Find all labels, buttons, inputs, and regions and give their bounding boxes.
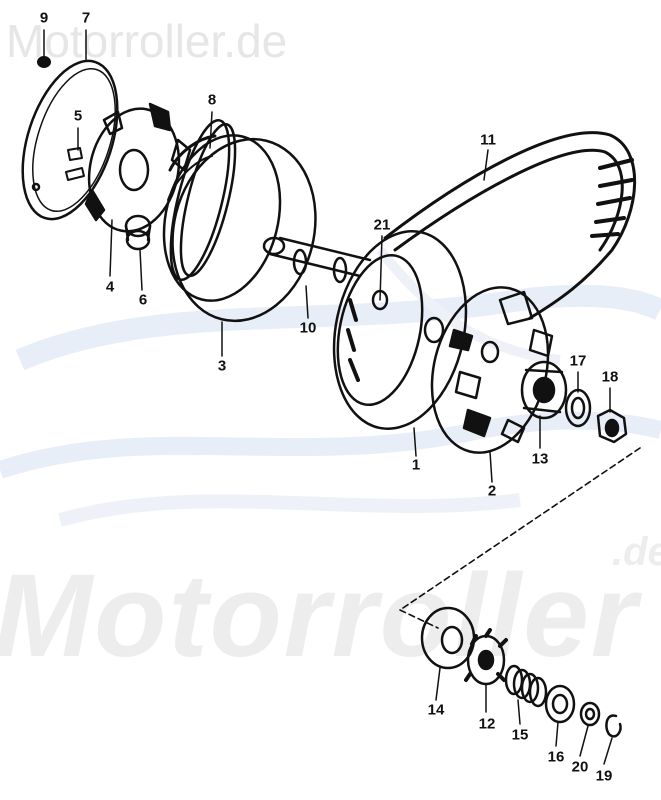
part-5-clip <box>65 147 85 181</box>
part-20-washer <box>579 701 601 727</box>
part-label-12: 12 <box>478 715 496 733</box>
part-19-circlip <box>605 714 622 738</box>
part-label-20: 20 <box>571 758 589 776</box>
assembly-leader-line <box>399 447 641 629</box>
part-label-6: 6 <box>138 291 148 309</box>
part-label-7: 7 <box>81 9 91 27</box>
part-label-3: 3 <box>217 357 227 375</box>
part-label-17: 17 <box>569 352 587 370</box>
part-12-gear-hub <box>464 628 508 686</box>
part-label-19: 19 <box>595 767 613 785</box>
watermark-top: Motorroller.de <box>6 15 288 67</box>
part-label-8: 8 <box>207 91 217 109</box>
part-7-cover-plate <box>21 59 119 221</box>
part-label-16: 16 <box>547 748 565 766</box>
part-label-10: 10 <box>299 319 317 337</box>
part-label-4: 4 <box>105 278 115 296</box>
part-10-shaft <box>262 236 372 284</box>
part-18-nut <box>596 408 628 444</box>
part-4-impeller <box>84 102 192 233</box>
part-17-washer <box>564 388 592 428</box>
part-16-bearing <box>544 684 576 724</box>
part-8-ring <box>169 119 237 281</box>
part-label-15: 15 <box>511 726 529 744</box>
part-label-14: 14 <box>427 701 445 719</box>
part-11-belt <box>383 131 637 320</box>
part-label-13: 13 <box>531 450 549 468</box>
part-3-pulley-face <box>162 134 317 323</box>
part-label-18: 18 <box>601 368 619 386</box>
part-14-clutch-plate <box>420 606 476 670</box>
part-label-1: 1 <box>411 456 421 474</box>
part-6-bushing <box>124 214 152 251</box>
part-13-hub <box>520 360 568 420</box>
part-label-11: 11 <box>480 131 496 149</box>
part-label-2: 2 <box>487 482 497 500</box>
leader-lines <box>43 29 613 765</box>
part-label-5: 5 <box>73 107 83 125</box>
watermark-suffix: .de <box>612 530 661 574</box>
part-label-21: 21 <box>373 216 391 234</box>
part-1-driven-pulley <box>332 230 468 430</box>
part-label-9: 9 <box>39 9 49 27</box>
watermark-large: Motorroller <box>0 550 639 682</box>
part-15-spring <box>504 664 548 708</box>
